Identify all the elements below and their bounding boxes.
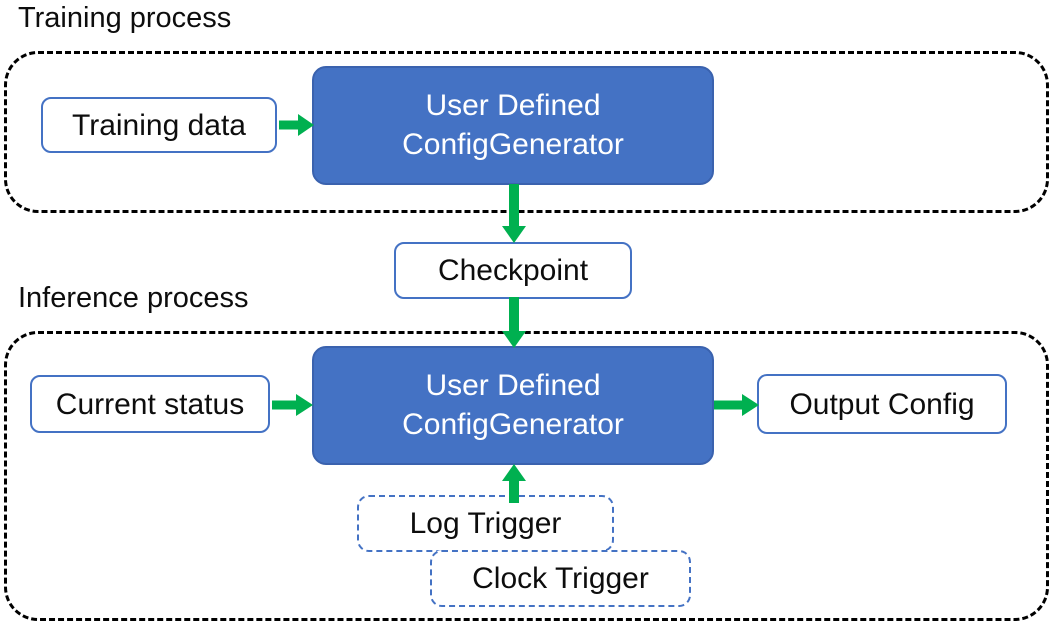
training-data-box[interactable]: Training data [41, 97, 277, 153]
output-config-box[interactable]: Output Config [757, 374, 1007, 434]
clock-trigger-label: Clock Trigger [472, 561, 649, 595]
training-data-label: Training data [72, 108, 246, 142]
checkpoint-label: Checkpoint [437, 254, 589, 287]
arrow-generator-to-checkpoint [498, 184, 530, 244]
training-process-container [4, 51, 1049, 213]
training-config-generator-line1: User Defined [425, 89, 601, 123]
output-config-label: Output Config [789, 387, 975, 421]
inference-config-generator-line2: ConfigGenerator [402, 407, 624, 441]
training-config-generator-line2: ConfigGenerator [402, 127, 624, 161]
current-status-label: Current status [55, 387, 245, 421]
arrow-current-status-to-generator [272, 390, 314, 420]
training-config-generator-box[interactable]: User Defined ConfigGenerator [312, 66, 714, 185]
arrow-generator-to-output-config [714, 390, 760, 420]
inference-config-generator-box[interactable]: User Defined ConfigGenerator [312, 346, 714, 465]
current-status-box[interactable]: Current status [30, 375, 270, 433]
arrow-training-data-to-generator [279, 110, 315, 140]
log-trigger-label: Log Trigger [409, 506, 562, 540]
clock-trigger-box[interactable]: Clock Trigger [430, 550, 691, 607]
arrow-checkpoint-to-inference-generator [498, 297, 530, 349]
training-process-label: Training process [18, 2, 232, 34]
inference-process-container [4, 331, 1049, 621]
arrow-trigger-to-generator [498, 463, 530, 503]
inference-config-generator-line1: User Defined [425, 369, 601, 403]
checkpoint-box[interactable]: Checkpoint [394, 242, 632, 299]
log-trigger-box[interactable]: Log Trigger [357, 495, 614, 552]
inference-process-label: Inference process [18, 282, 249, 314]
